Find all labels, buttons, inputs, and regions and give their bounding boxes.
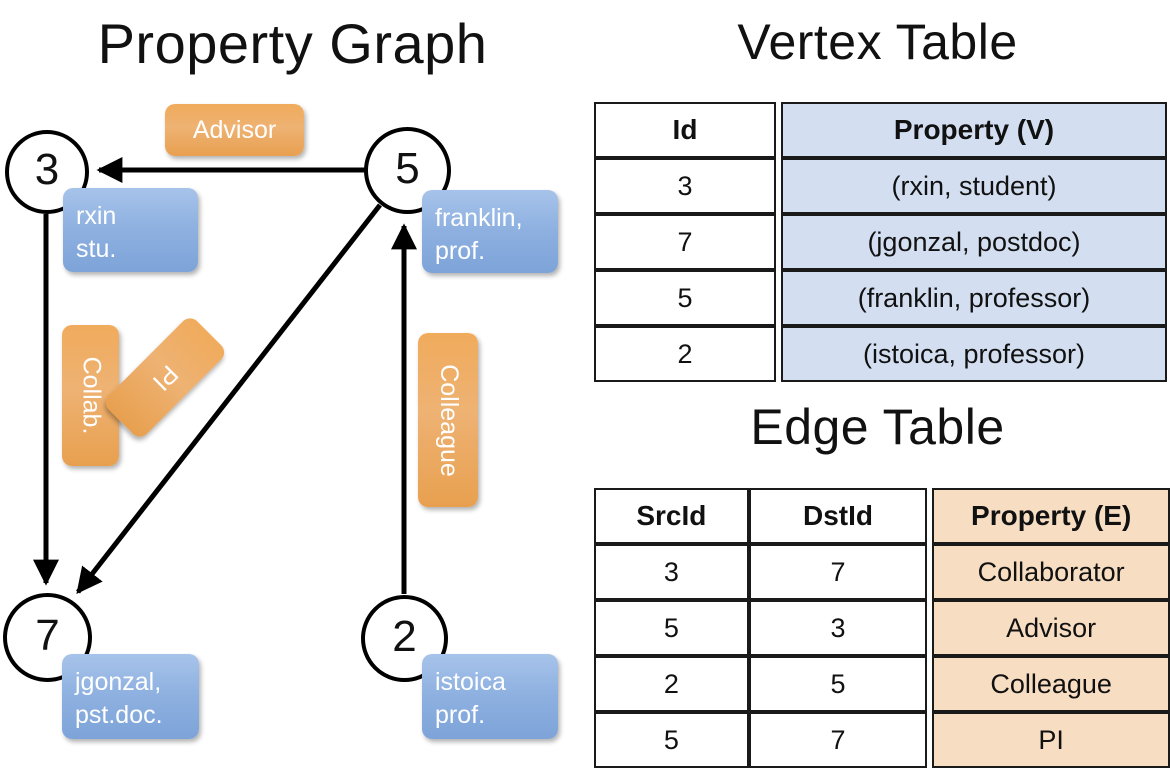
node-property-line-2: stu. xyxy=(76,235,117,263)
node-property-box-7: jgonzal, pst.doc. xyxy=(62,654,199,739)
edge-srcid-cell: 2 xyxy=(594,656,749,712)
node-property-line-2: pst.doc. xyxy=(75,701,163,729)
edge-label-colleague: Colleague xyxy=(418,333,478,507)
table-row: 2 (istoica, professor) xyxy=(594,326,1167,382)
page-title-vertex-table: Vertex Table xyxy=(737,14,1018,70)
graph-node-7-label: 7 xyxy=(35,610,60,660)
table-row: 7 (jgonzal, postdoc) xyxy=(594,214,1167,270)
table-header-row: Id Property (V) xyxy=(594,102,1167,158)
column-gap xyxy=(776,102,781,158)
graph-node-3-label: 3 xyxy=(34,145,60,194)
edge-label-pi-text: PI xyxy=(147,359,184,397)
edge-label-advisor: Advisor xyxy=(165,104,304,156)
node-property-line-1: jgonzal, xyxy=(75,668,162,696)
column-gap xyxy=(776,214,781,270)
edge-property-cell: Advisor xyxy=(932,600,1170,656)
property-graph-diagram: 3 5 7 2 rxin stu. franklin, prof. jgonza… xyxy=(0,0,585,760)
vertex-property-cell: (franklin, professor) xyxy=(781,270,1167,326)
table-row: 5 7 PI xyxy=(594,712,1170,768)
graph-edge-lines xyxy=(33,157,417,595)
edge-table-header-srcid: SrcId xyxy=(594,488,749,544)
vertex-id-cell: 3 xyxy=(594,158,776,214)
edge-label-collab-text: Collab. xyxy=(77,356,106,435)
vertex-table-header-property: Property (V) xyxy=(781,102,1167,158)
column-gap xyxy=(927,488,933,544)
vertex-table-header-id: Id xyxy=(594,102,776,158)
node-property-line-2: prof. xyxy=(435,701,486,729)
edge-label-colleague-text: Colleague xyxy=(434,363,463,477)
edge-table-header-dstid: DstId xyxy=(748,488,928,544)
node-property-box-5: franklin, prof. xyxy=(422,190,558,273)
edge-srcid-cell: 3 xyxy=(594,544,749,600)
column-gap xyxy=(927,544,933,600)
table-row: 5 3 Advisor xyxy=(594,600,1170,656)
node-property-line-1: rxin xyxy=(76,202,117,230)
vertex-property-cell: (jgonzal, postdoc) xyxy=(781,214,1167,270)
column-gap xyxy=(776,270,781,326)
graph-node-5[interactable]: 5 xyxy=(364,127,451,214)
column-gap xyxy=(927,712,933,768)
vertex-id-cell: 2 xyxy=(594,326,776,382)
table-header-row: SrcId DstId Property (E) xyxy=(594,488,1170,544)
edge-line-5-to-7 xyxy=(76,203,382,595)
table-row: 3 7 Collaborator xyxy=(594,544,1170,600)
edge-dstid-cell: 5 xyxy=(748,656,928,712)
vertex-id-cell: 5 xyxy=(594,270,776,326)
table-row: 2 5 Colleague xyxy=(594,656,1170,712)
vertex-table: Id Property (V) 3 (rxin, student) 7 (jgo… xyxy=(594,102,1167,382)
page-title-edge-table: Edge Table xyxy=(750,399,1005,455)
edge-table: SrcId DstId Property (E) 3 7 Collaborato… xyxy=(594,488,1170,768)
page-title-property-graph: Property Graph xyxy=(97,12,488,75)
column-gap xyxy=(927,656,933,712)
vertex-property-cell: (istoica, professor) xyxy=(781,326,1167,382)
edge-srcid-cell: 5 xyxy=(594,600,749,656)
edge-property-cell: PI xyxy=(932,712,1170,768)
vertex-property-cell: (rxin, student) xyxy=(781,158,1167,214)
vertex-id-cell: 7 xyxy=(594,214,776,270)
column-gap xyxy=(776,326,781,382)
node-property-line-2: prof. xyxy=(435,237,486,265)
graph-node-2[interactable]: 2 xyxy=(361,595,448,682)
edge-table-header-property: Property (E) xyxy=(932,488,1170,544)
edge-property-cell: Collaborator xyxy=(932,544,1170,600)
column-gap xyxy=(927,600,933,656)
edge-label-advisor-text: Advisor xyxy=(192,115,277,144)
edge-dstid-cell: 7 xyxy=(748,544,928,600)
column-gap xyxy=(776,158,781,214)
table-row: 5 (franklin, professor) xyxy=(594,270,1167,326)
edge-dstid-cell: 3 xyxy=(748,600,928,656)
node-property-box-2: istoica prof. xyxy=(422,654,558,739)
graph-node-5-label: 5 xyxy=(395,143,420,193)
node-property-line-1: istoica xyxy=(435,668,506,696)
edge-property-cell: Colleague xyxy=(932,656,1170,712)
graph-node-2-label: 2 xyxy=(392,611,417,661)
node-property-line-1: franklin, xyxy=(435,204,523,232)
node-property-box-3: rxin stu. xyxy=(63,188,198,272)
edge-srcid-cell: 5 xyxy=(594,712,749,768)
table-row: 3 (rxin, student) xyxy=(594,158,1167,214)
